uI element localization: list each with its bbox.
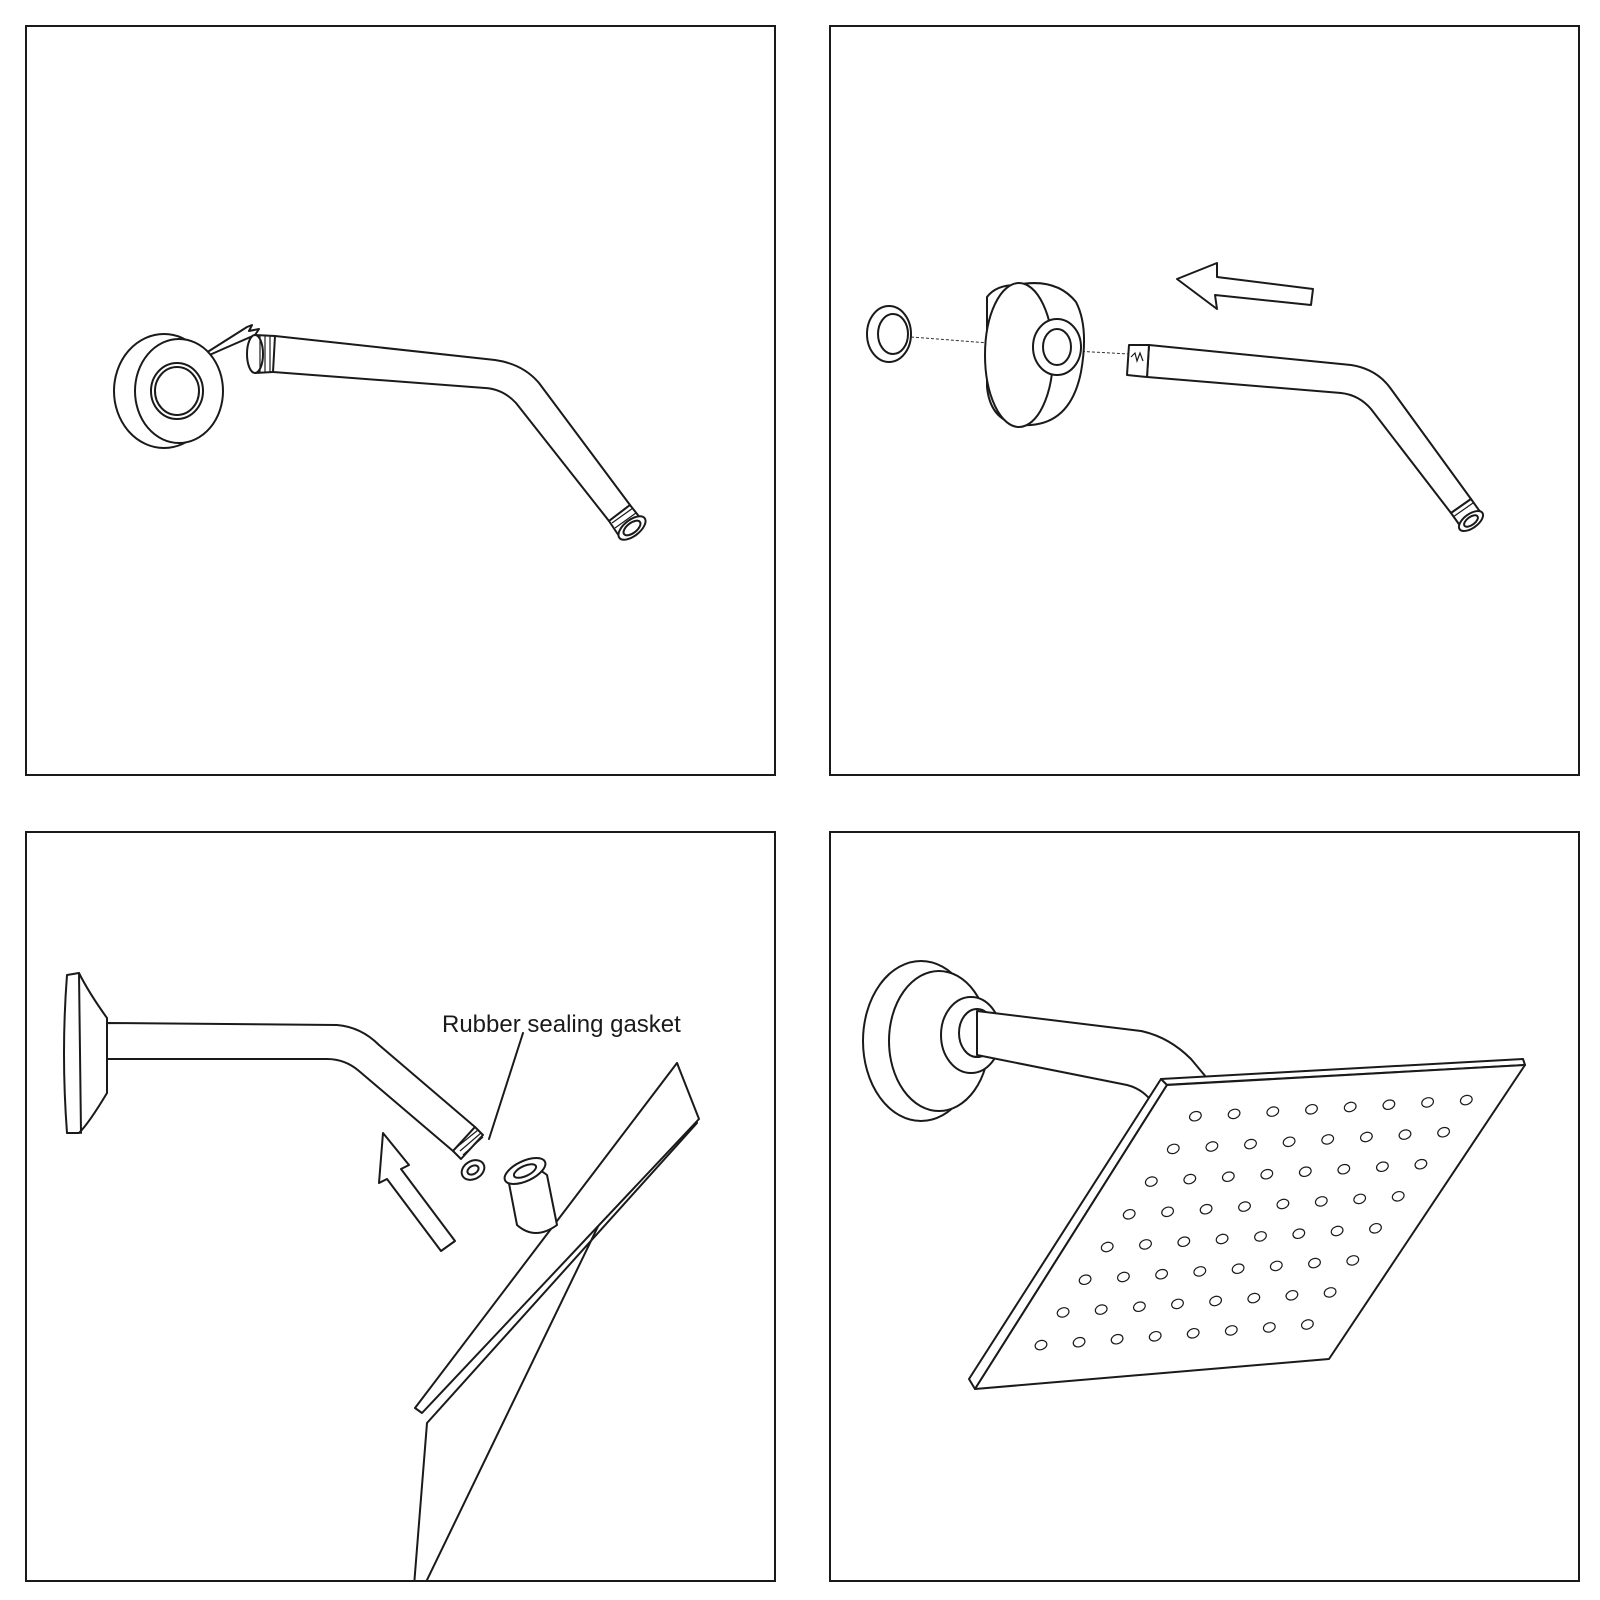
nozzle <box>1353 1193 1367 1205</box>
nozzle-grid <box>1034 1094 1473 1351</box>
nozzle <box>1132 1301 1146 1313</box>
step-2-illustration <box>866 262 1485 532</box>
nozzle <box>1056 1307 1070 1318</box>
shower-arm <box>1126 344 1485 532</box>
nozzle <box>1375 1161 1389 1173</box>
nozzle <box>1110 1333 1124 1345</box>
nozzle <box>1321 1134 1335 1145</box>
nozzle <box>1139 1239 1152 1250</box>
nozzle <box>1398 1129 1412 1140</box>
nozzle <box>1308 1257 1321 1269</box>
nozzle <box>1282 1136 1296 1148</box>
nozzle <box>1343 1101 1357 1113</box>
nozzle <box>1244 1138 1257 1150</box>
nozzle <box>1034 1339 1048 1351</box>
nozzle <box>1305 1103 1318 1115</box>
nozzle <box>1122 1208 1136 1220</box>
nozzle <box>1359 1131 1373 1143</box>
nozzle <box>1144 1176 1158 1187</box>
wall-flange <box>113 324 260 449</box>
nozzle <box>1231 1263 1245 1275</box>
nozzle <box>1300 1319 1314 1330</box>
nozzle <box>1171 1298 1184 1310</box>
nozzle <box>1260 1168 1274 1180</box>
nozzle <box>1266 1106 1280 1117</box>
nozzle <box>1166 1143 1180 1155</box>
step-1-illustration <box>113 324 647 541</box>
nozzle <box>1285 1289 1299 1301</box>
nozzle <box>1346 1255 1360 1266</box>
nozzle <box>1100 1241 1114 1253</box>
nozzle <box>1199 1203 1213 1215</box>
nozzle <box>1247 1292 1261 1304</box>
shower-head <box>413 1062 700 1580</box>
nozzle <box>1459 1094 1473 1106</box>
nozzle <box>1205 1141 1219 1152</box>
square-shower-head <box>968 1058 1526 1390</box>
nozzle <box>1078 1274 1092 1286</box>
nozzle <box>1414 1158 1428 1170</box>
rubber-sealing-gasket-icon <box>460 1159 486 1181</box>
gasket-ring-icon <box>866 305 912 363</box>
nozzle <box>1437 1126 1451 1138</box>
nozzle <box>1188 1110 1202 1122</box>
nozzle <box>1337 1163 1351 1175</box>
step-2-panel <box>829 25 1580 776</box>
nozzle <box>1298 1166 1312 1178</box>
callout-leader <box>488 1032 524 1140</box>
nozzle <box>1262 1322 1276 1333</box>
nozzle <box>1292 1228 1306 1240</box>
nozzle <box>1094 1304 1108 1315</box>
nozzle <box>1177 1236 1191 1248</box>
nozzle <box>1161 1206 1175 1218</box>
step-3-panel: Rubber sealing gasket <box>25 831 776 1582</box>
nozzle <box>1224 1325 1238 1336</box>
step-4-panel <box>829 831 1580 1582</box>
wall-flange-icon <box>63 972 108 1134</box>
nozzle <box>1193 1266 1207 1277</box>
nozzle <box>1238 1201 1251 1212</box>
nozzle <box>1323 1287 1337 1298</box>
step-4-illustration <box>862 960 1526 1390</box>
shower-arm <box>106 1022 484 1160</box>
shower-arm <box>246 334 647 541</box>
nozzle <box>1421 1097 1435 1108</box>
nozzle <box>1183 1173 1197 1185</box>
nozzle <box>1215 1233 1229 1245</box>
nozzle <box>1072 1336 1086 1348</box>
nozzle <box>1116 1271 1130 1283</box>
nozzle <box>1209 1295 1223 1307</box>
direction-arrow-icon <box>378 1132 456 1252</box>
nozzle <box>1391 1190 1405 1202</box>
nozzle <box>1221 1171 1235 1183</box>
nozzle <box>1155 1268 1169 1280</box>
nozzle <box>1330 1225 1344 1237</box>
nozzle <box>1148 1330 1162 1342</box>
direction-arrow-icon <box>1176 262 1314 310</box>
step-3-illustration <box>63 972 700 1580</box>
nozzle <box>1382 1099 1396 1111</box>
nozzle <box>1369 1222 1382 1234</box>
nozzle <box>1269 1260 1283 1272</box>
step-1-panel <box>25 25 776 776</box>
nozzle <box>1254 1231 1267 1242</box>
nozzle <box>1227 1108 1241 1120</box>
nozzle <box>1276 1198 1290 1210</box>
callout-label: Rubber sealing gasket <box>442 1011 681 1038</box>
nozzle <box>1314 1196 1328 1207</box>
escutcheon-icon <box>984 282 1085 428</box>
nozzle <box>1186 1327 1200 1339</box>
